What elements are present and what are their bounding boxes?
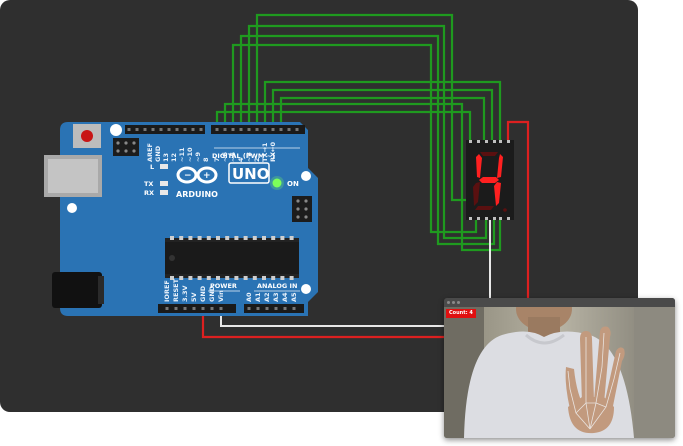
digit-segments bbox=[473, 152, 503, 210]
mounting-hole bbox=[301, 284, 311, 294]
digital-pin-label: 2 bbox=[253, 157, 261, 162]
seven-segment-display[interactable] bbox=[466, 140, 514, 220]
decimal-point bbox=[503, 208, 507, 212]
digital-pin-label: ~10 bbox=[186, 147, 194, 162]
segment-c bbox=[494, 182, 501, 206]
segment-d bbox=[475, 206, 494, 210]
count-badge: Count: 4 bbox=[446, 309, 476, 318]
power-header bbox=[158, 304, 236, 313]
window-control-dot[interactable] bbox=[447, 301, 450, 304]
segment-e bbox=[473, 182, 480, 206]
power-pin-label: IOREF bbox=[163, 280, 171, 302]
digital-pin-label: GND bbox=[154, 145, 162, 162]
webcam-feed bbox=[444, 307, 675, 438]
on-label: ON bbox=[287, 180, 299, 188]
icsp-header bbox=[113, 138, 139, 156]
green-wires[interactable] bbox=[215, 13, 502, 252]
uno-badge bbox=[228, 162, 270, 184]
led-l-label: L bbox=[150, 163, 154, 171]
digital-pin-label: RX←0 bbox=[269, 142, 277, 162]
analog-pin-label: A1 bbox=[254, 292, 262, 302]
hand-landmarks bbox=[567, 332, 621, 430]
model-label: UNO bbox=[232, 165, 270, 183]
power-pin-label: RESET bbox=[172, 278, 180, 302]
segment-g bbox=[479, 177, 499, 183]
digital-pin-label: 8 bbox=[202, 157, 210, 162]
digital-pin-dots bbox=[127, 128, 299, 131]
atmega-chip bbox=[165, 238, 299, 278]
power-pin-label: GND bbox=[208, 285, 216, 302]
analog-header bbox=[244, 304, 304, 313]
segment-b bbox=[497, 154, 503, 178]
power-pin-label: Vin bbox=[217, 290, 225, 302]
analog-pin-label: A2 bbox=[263, 292, 271, 302]
rx-label: RX bbox=[144, 189, 154, 197]
analog-pin-label: A3 bbox=[272, 292, 280, 302]
digital-pin-label: AREF bbox=[146, 143, 154, 162]
power-pin-label: GND bbox=[199, 285, 207, 302]
segment-a bbox=[480, 152, 498, 156]
analog-pin-label: A5 bbox=[290, 292, 298, 302]
window-control-dot[interactable] bbox=[452, 301, 455, 304]
power-jack bbox=[52, 272, 102, 308]
mounting-hole bbox=[301, 171, 311, 181]
window-control-dot[interactable] bbox=[457, 301, 460, 304]
digital-pin-label: ~9 bbox=[194, 152, 202, 162]
digital-pin-label: ~3 bbox=[245, 152, 253, 162]
power-pin-label: 3.3V bbox=[181, 285, 189, 302]
digital-pin-label: 4 bbox=[237, 157, 245, 162]
analog-label: ANALOG IN bbox=[257, 282, 297, 290]
arduino-logo bbox=[176, 166, 218, 184]
icsp-header-right bbox=[292, 196, 312, 222]
mounting-hole bbox=[67, 203, 77, 213]
digital-label: DIGITAL (PWM ~) bbox=[212, 152, 275, 160]
webcam-preview-window[interactable]: Count: 4 bbox=[444, 298, 675, 438]
digital-pin-label: ~11 bbox=[178, 147, 186, 162]
svg-text:−: − bbox=[184, 171, 192, 181]
digital-pin-label: 12 bbox=[170, 153, 178, 162]
digital-pin-label: 13 bbox=[162, 153, 170, 162]
digital-pin-label: TX→1 bbox=[261, 142, 269, 162]
digital-pin-label: ~5 bbox=[229, 152, 237, 162]
power-pin-label: 5V bbox=[190, 292, 198, 302]
arduino-brand: ARDUINO bbox=[176, 190, 218, 199]
power-label: POWER bbox=[210, 282, 237, 290]
analog-pin-label: A0 bbox=[245, 292, 253, 302]
power-led bbox=[272, 178, 282, 188]
analog-pin-label: A4 bbox=[281, 292, 289, 302]
segment-f bbox=[476, 154, 482, 178]
digital-pin-label: ~6 bbox=[221, 152, 229, 162]
tx-label: TX bbox=[144, 180, 153, 188]
digital-pin-label: 7 bbox=[213, 157, 221, 162]
mounting-hole bbox=[110, 124, 122, 136]
window-titlebar[interactable] bbox=[444, 298, 675, 307]
svg-text:+: + bbox=[203, 171, 211, 181]
